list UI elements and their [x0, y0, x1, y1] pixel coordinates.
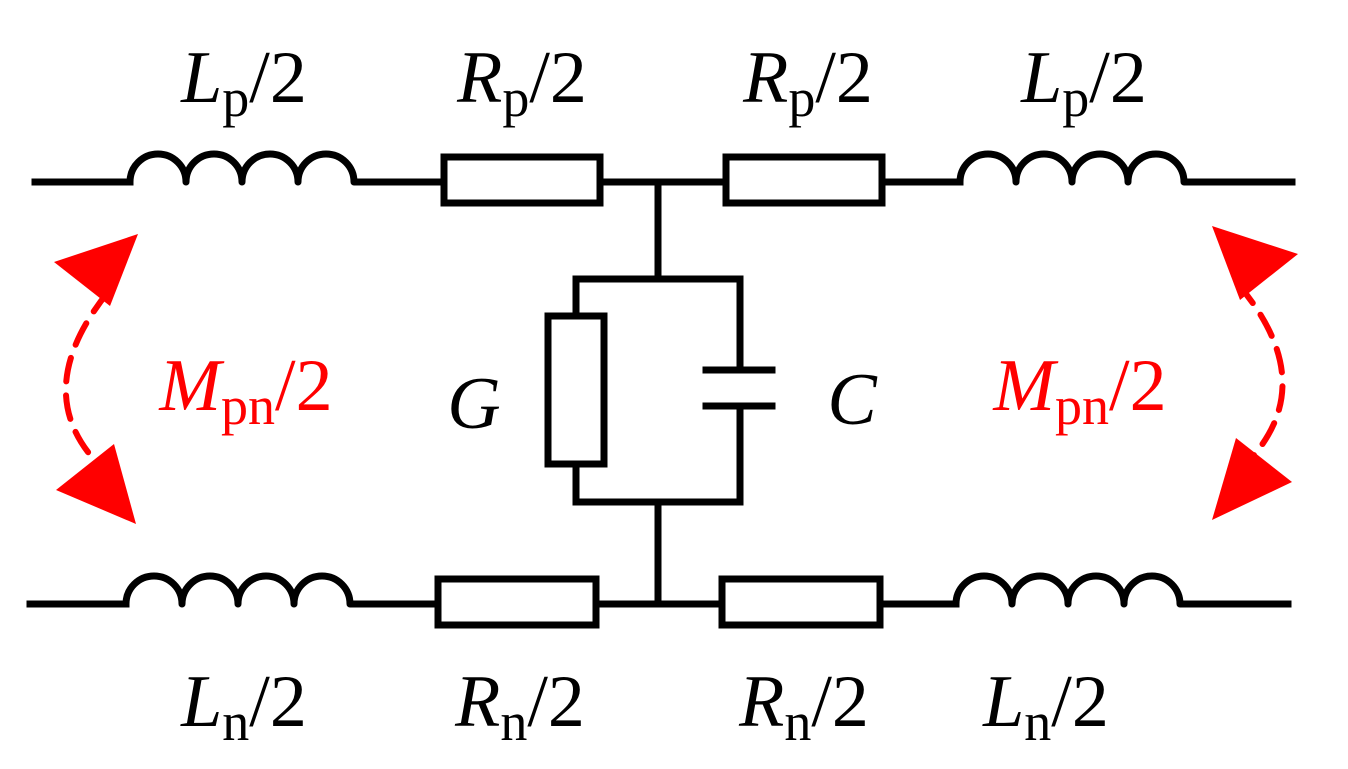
inductor-ln-left — [122, 572, 366, 608]
label-m-right: Mpn/2 — [992, 345, 1166, 436]
mutual-coupling-left — [54, 234, 138, 524]
shunt-branch — [544, 178, 776, 608]
resistor-rp-right — [722, 153, 886, 207]
coupling-arc-left — [62, 289, 111, 469]
coupling-arc-right — [1235, 281, 1286, 473]
inductor-ln-right — [952, 572, 1196, 608]
mutual-coupling-right — [1212, 226, 1298, 520]
top-line — [31, 150, 1296, 207]
label-lp-right: Lp/2 — [1020, 37, 1147, 128]
label-c: C — [827, 359, 878, 441]
inductor-lp-left — [126, 150, 372, 186]
label-g: G — [447, 363, 500, 445]
arrow-up-left-icon — [54, 234, 138, 306]
arrow-down-right-icon — [1212, 438, 1292, 520]
resistor-rn-right — [718, 575, 884, 629]
resistor-rn-left — [434, 575, 600, 629]
label-m-left: Mpn/2 — [158, 345, 332, 436]
wire-shunt-upper — [572, 275, 744, 374]
arrow-up-right-icon — [1212, 226, 1298, 300]
arrow-down-left-icon — [56, 444, 136, 524]
resistor-rp-left — [440, 153, 604, 207]
label-rp-right: Rp/2 — [742, 37, 873, 128]
inductor-lp-right — [956, 150, 1200, 186]
label-lp-left: Lp/2 — [180, 37, 307, 128]
label-rp-left: Rp/2 — [456, 37, 587, 128]
label-rn-left: Rn/2 — [454, 661, 585, 752]
label-ln-right: Ln/2 — [982, 661, 1109, 752]
bottom-line — [26, 572, 1292, 629]
label-ln-left: Ln/2 — [180, 661, 307, 752]
label-rn-right: Rn/2 — [738, 661, 869, 752]
resistor-g — [544, 312, 608, 468]
